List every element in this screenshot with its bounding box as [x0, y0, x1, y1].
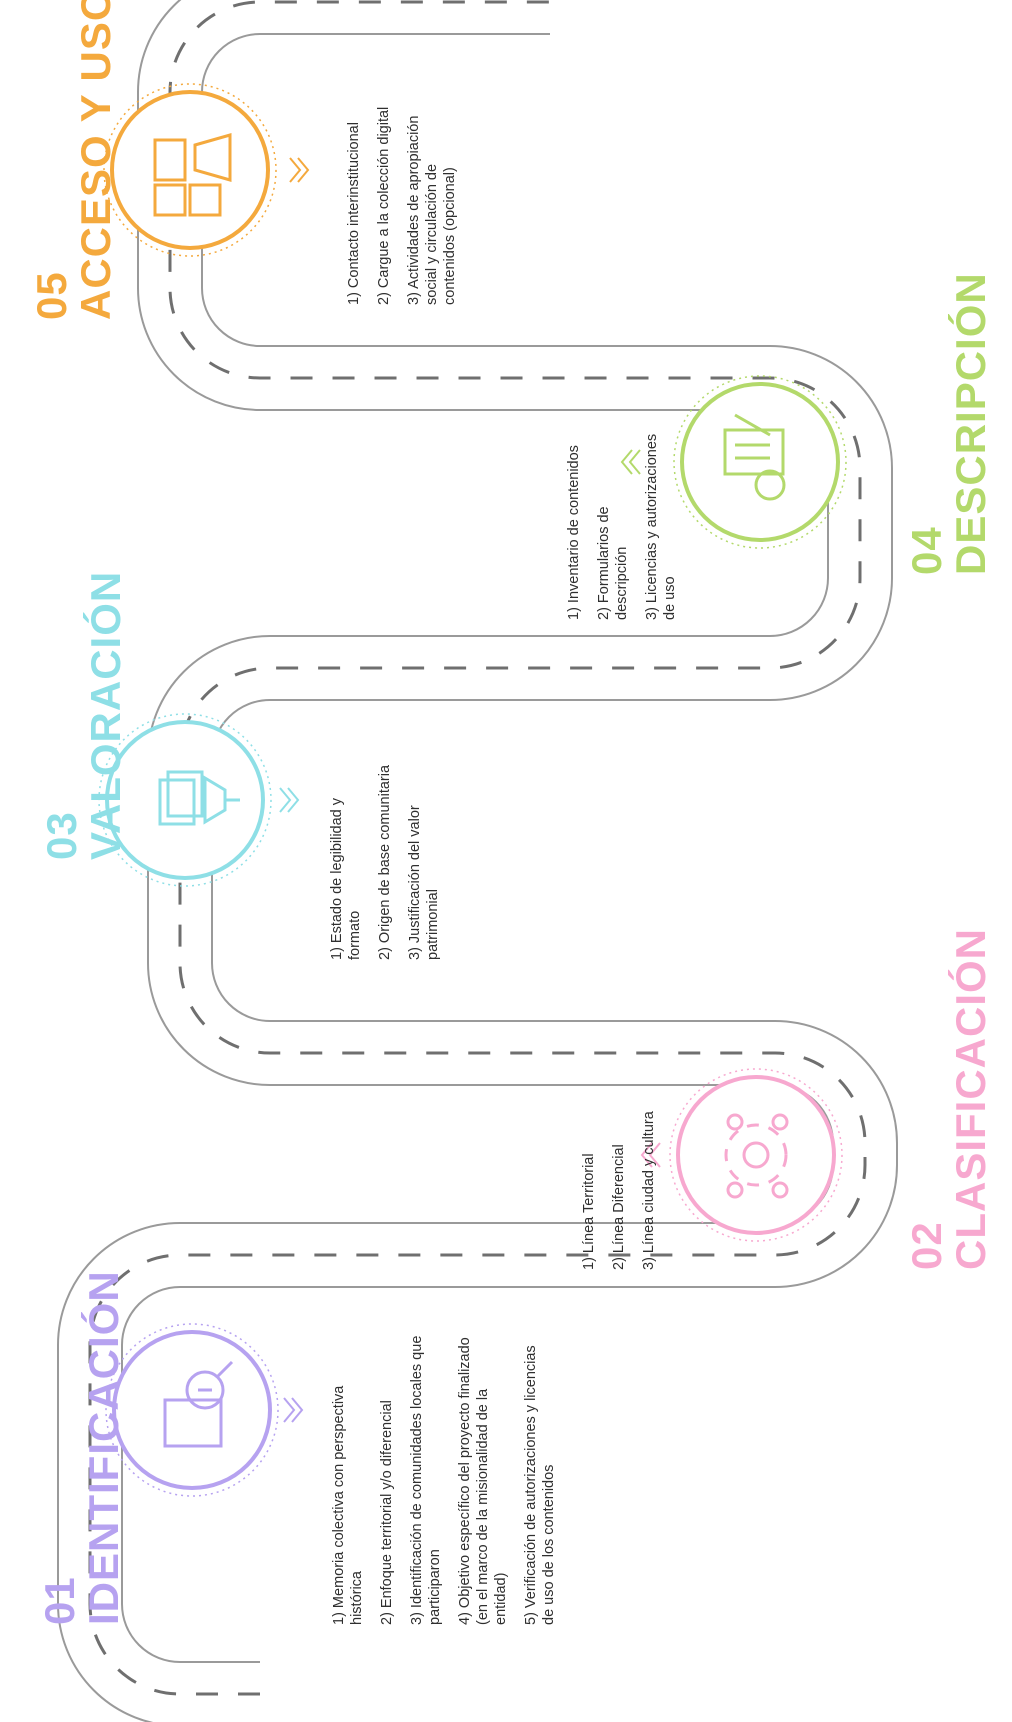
step-03-items: 1) Estado de legibilidad y formato 2) Or… — [328, 760, 442, 960]
list-item: 2) Formularios de descripción — [596, 506, 630, 620]
list-item: 1) Memoria colectiva con perspectiva his… — [331, 1385, 365, 1625]
step-04-number: 04 — [903, 526, 950, 575]
list-item: 3) Licencias y autorizaciones de uso — [644, 433, 678, 620]
magnifier-document-icon — [163, 1360, 234, 1448]
list-item: 3) Línea ciudad y cultura — [641, 1111, 657, 1270]
list-item: 2) Enfoque territorial y/o diferencial — [379, 1400, 395, 1625]
list-item: 1) Contacto interinstitucional — [346, 122, 362, 305]
list-item: 3) Identificación de comunidades locales… — [409, 1335, 443, 1625]
step-05-number: 05 — [28, 271, 75, 320]
step-01-items: 1) Memoria colectiva con perspectiva his… — [330, 1335, 558, 1625]
clipboard-gear-pencil-icon — [723, 413, 786, 501]
list-item: 4) Objetivo específico del proyecto fina… — [457, 1337, 509, 1625]
list-item: 1) Inventario de contenidos — [566, 445, 582, 620]
archive-megaphone-icon — [153, 133, 232, 217]
step-02-items: 1) Línea Territorial 2) Línea Diferencia… — [580, 1070, 658, 1270]
list-item: 1) Línea Territorial — [581, 1153, 597, 1270]
list-item: 3) Justificación del valor patrimonial — [407, 805, 441, 960]
list-item: 1) Estado de legibilidad y formato — [329, 797, 363, 960]
list-item: 2) Línea Diferencial — [611, 1144, 627, 1270]
step-05-badge — [103, 83, 277, 257]
list-item: 5) Verificación de autorizaciones y lice… — [523, 1345, 557, 1625]
list-item: 3) Actividades de apropiación social y c… — [406, 115, 458, 305]
documents-funnel-icon — [158, 770, 240, 826]
step-01-badge — [105, 1323, 279, 1497]
chevron-01-icon — [283, 1397, 304, 1423]
step-03-title: 03 VALORACIÓN — [38, 570, 129, 860]
step-02-title: 02 CLASIFICACIÓN — [903, 928, 994, 1270]
step-05-items: 1) Contacto interinstitucional 2) Cargue… — [345, 105, 459, 305]
step-03-badge — [98, 713, 272, 887]
step-04-name: DESCRIPCIÓN — [947, 272, 994, 575]
step-02-badge — [669, 1068, 843, 1242]
step-04-badge — [673, 375, 847, 549]
list-item: 2) Cargue a la colección digital — [376, 106, 392, 305]
step-05-title: 05 ACCESO Y USO — [28, 0, 119, 320]
step-03-number: 03 — [38, 811, 85, 860]
step-02-number: 02 — [903, 1221, 950, 1270]
list-item: 2) Origen de base comunitaria — [377, 764, 393, 960]
chevron-03-icon — [279, 787, 300, 813]
step-03-name: VALORACIÓN — [82, 570, 129, 860]
step-01-name: IDENTIFICACIÓN — [80, 1270, 127, 1625]
chevron-04-icon — [620, 449, 641, 475]
step-01-number: 01 — [36, 1576, 83, 1625]
people-gear-cycle-icon — [724, 1113, 789, 1199]
step-01-title: 01 IDENTIFICACIÓN — [36, 1270, 127, 1625]
step-02-name: CLASIFICACIÓN — [947, 928, 994, 1270]
step-05-name: ACCESO Y USO — [72, 0, 119, 320]
chevron-02-icon — [640, 1142, 661, 1168]
chevron-05-icon — [289, 157, 310, 183]
step-04-items: 1) Inventario de contenidos 2) Formulari… — [565, 430, 679, 620]
step-04-title: 04 DESCRIPCIÓN — [903, 272, 994, 575]
